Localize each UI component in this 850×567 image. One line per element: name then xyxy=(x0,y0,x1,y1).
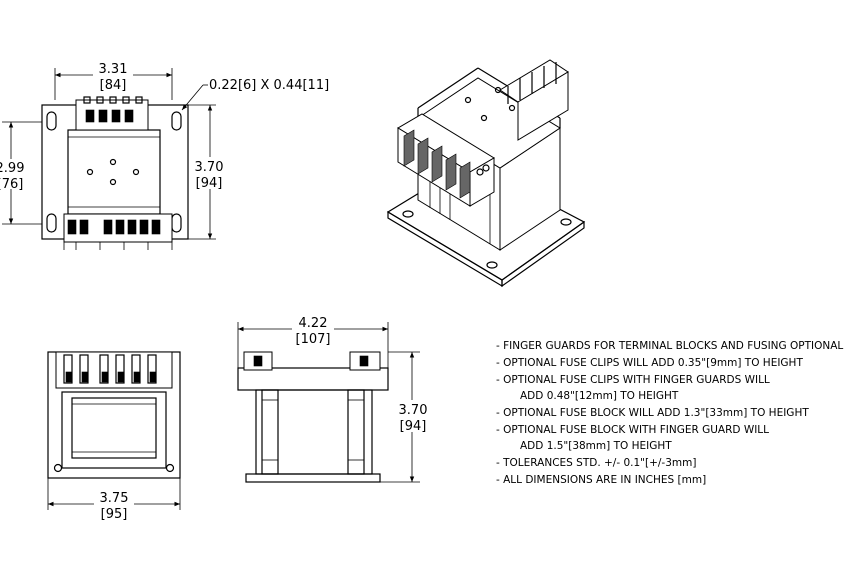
front-view-width-mm: [95] xyxy=(101,507,128,522)
front-view: 3.75 [95] xyxy=(47,351,181,522)
side-view-width-inches: 4.22 xyxy=(299,316,328,331)
top-view-slot-tr xyxy=(171,111,182,131)
side-view-base-plate xyxy=(245,473,381,483)
isometric-view xyxy=(386,59,586,288)
top-view-height-inches: 3.70 xyxy=(195,160,224,175)
side-view-height-mm: [94] xyxy=(400,419,427,434)
slot-callout-label: 0.22[6] X 0.44[11] xyxy=(209,78,329,93)
top-view-width-mm: [84] xyxy=(100,78,127,93)
side-view-frame xyxy=(237,367,389,391)
top-view-depth-mm: [76] xyxy=(0,177,23,192)
side-view-width-mm: [107] xyxy=(296,332,331,347)
side-view-height-inches: 3.70 xyxy=(399,403,428,418)
note-fuse-block-guard: - OPTIONAL FUSE BLOCK WITH FINGER GUARD … xyxy=(496,424,769,436)
note-tolerances: - TOLERANCES STD. +/- 0.1"[+/-3mm] xyxy=(496,457,696,469)
note-fuse-block-guard-cont: ADD 1.5"[38mm] TO HEIGHT xyxy=(520,440,672,452)
note-fuse-clips-guards-cont: ADD 0.48"[12mm] TO HEIGHT xyxy=(520,390,679,402)
side-view: 4.22 [107] 3.70 [94] xyxy=(237,314,432,483)
top-view-core xyxy=(67,129,161,215)
front-view-core xyxy=(61,391,167,469)
top-view-width-inches: 3.31 xyxy=(99,62,128,77)
notes-block: - FINGER GUARDS FOR TERMINAL BLOCKS AND … xyxy=(496,340,843,486)
front-view-terminal-block xyxy=(55,351,173,389)
note-fuse-clips-guards: - OPTIONAL FUSE CLIPS WITH FINGER GUARDS… xyxy=(496,374,770,386)
top-view-height-mm: [94] xyxy=(196,176,223,191)
top-view-depth-inches: 2.99 xyxy=(0,161,24,176)
top-view-slot-br xyxy=(171,213,182,233)
note-fuse-block: - OPTIONAL FUSE BLOCK WILL ADD 1.3"[33mm… xyxy=(496,407,809,419)
top-view-slot-bl xyxy=(46,213,57,233)
note-finger-guards: - FINGER GUARDS FOR TERMINAL BLOCKS AND … xyxy=(496,340,843,352)
slot-callout-leader xyxy=(181,84,204,111)
note-fuse-clips: - OPTIONAL FUSE CLIPS WILL ADD 0.35"[9mm… xyxy=(496,357,803,369)
top-view-slot-tl xyxy=(46,111,57,131)
side-view-core xyxy=(255,389,373,475)
note-units: - ALL DIMENSIONS ARE IN INCHES [mm] xyxy=(496,474,706,486)
front-view-width-inches: 3.75 xyxy=(100,491,129,506)
top-view: 3.31 [84] 0.22[6] X 0.44[11] 2.99 [76] 3… xyxy=(0,61,329,250)
